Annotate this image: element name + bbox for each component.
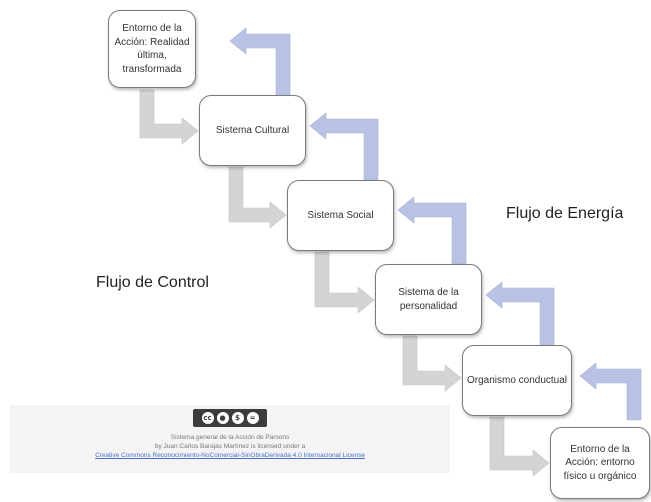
control-flow-arrow [139,89,199,145]
node-label: Sistema de la personalidad [398,287,459,312]
control-flow-arrow [228,166,287,229]
node-label: Organismo conductual [466,374,568,386]
energy-flow-label: Flujo de Energía [506,205,624,222]
node-label: Entorno de la Acción: entorno físico u o… [563,443,637,482]
cc-license-badge[interactable]: cc ● $ = [193,409,267,427]
node-behavioral-organism: Organismo conductual [462,345,572,416]
control-flow-arrows [139,89,550,477]
node-ultimate-reality-environment: Entorno de la Acción: Realidad última, t… [108,10,196,88]
license-link[interactable]: Creative Commons Reconocimiento-NoComerc… [95,452,365,459]
license-block: cc ● $ = Sistema general de la Acción de… [10,405,450,473]
node-label: Sistema Cultural [215,124,290,136]
nc-icon: $ [231,412,244,424]
cc-icon: cc [201,412,214,424]
energy-flow-arrow [397,196,467,265]
node-cultural-system: Sistema Cultural [199,95,306,166]
energy-flow-arrow [485,281,555,347]
control-flow-arrow [314,251,375,314]
node-social-system: Sistema Social [287,180,394,251]
nd-icon: = [246,412,259,424]
node-label: Sistema Social [307,209,374,221]
control-flow-label: Flujo de Control [96,274,209,291]
node-label: Entorno de la Acción: Realidad última, t… [114,23,190,75]
license-title: Sistema general de la Acción de Parsons [170,434,290,441]
node-personality-system: Sistema de la personalidad [375,264,482,335]
energy-flow-arrow [579,362,642,421]
node-physical-organic-environment: Entorno de la Acción: entorno físico u o… [550,427,650,499]
control-flow-arrow [402,335,462,392]
by-icon: ● [216,412,229,424]
energy-flow-arrow [229,27,291,97]
license-attribution: by Juan Carlos Barajas Martínez is licen… [154,443,306,450]
control-flow-arrow [489,416,550,477]
energy-flow-arrows [229,27,642,421]
energy-flow-arrow [309,112,379,181]
